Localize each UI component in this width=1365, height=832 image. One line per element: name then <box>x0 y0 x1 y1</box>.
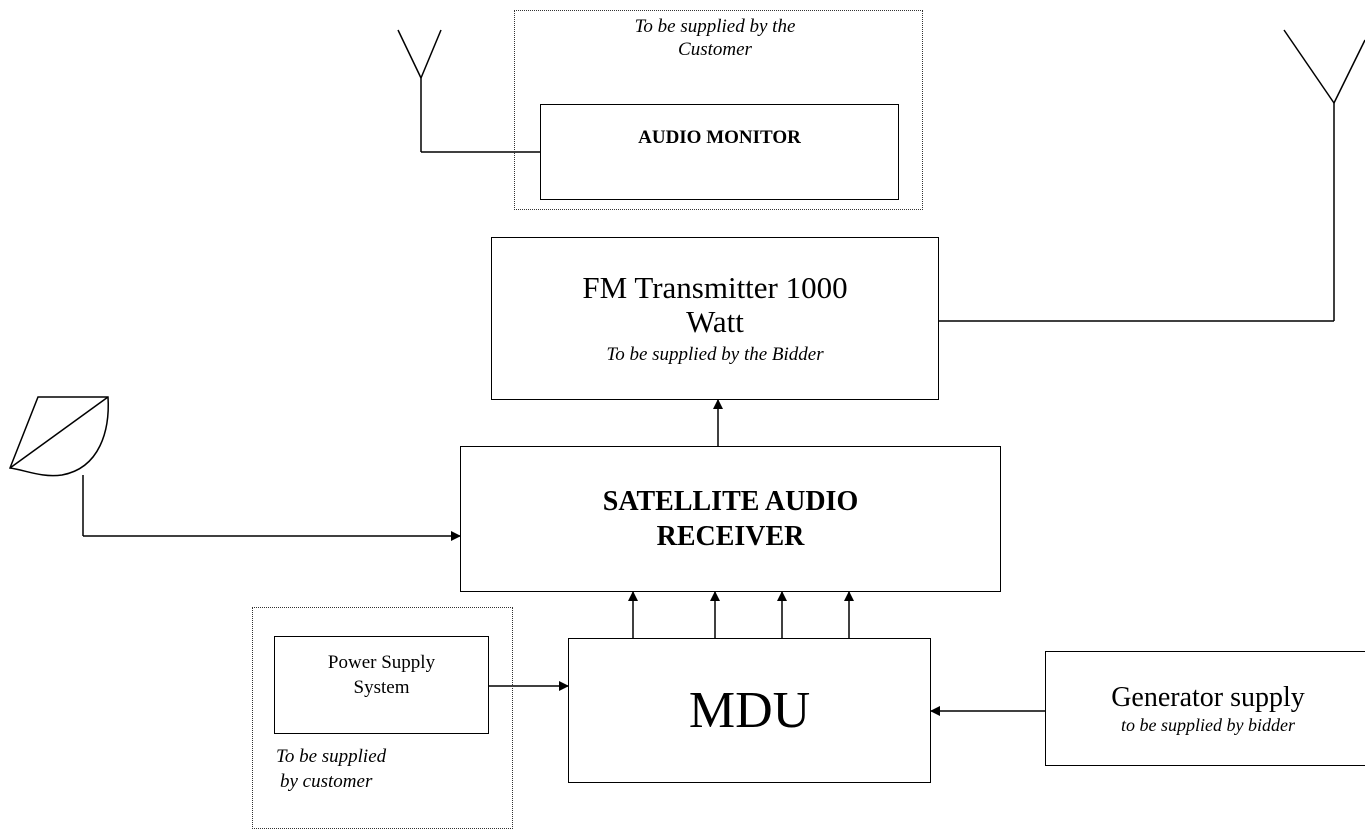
satellite-receiver-box: SATELLITE AUDIO RECEIVER <box>460 446 1001 592</box>
mdu-label: MDU <box>688 682 811 739</box>
power-note-line2: by customer <box>280 770 373 792</box>
fm-transmitter-line1: FM Transmitter 1000 <box>582 269 848 305</box>
power-supply-note: To be supplied by customer <box>262 745 462 794</box>
monitor-note-line2: Customer <box>678 38 752 60</box>
fm-transmitter-supply-note: To be supplied by the Bidder <box>606 344 824 366</box>
generator-supply-box: Generator supply to be supplied by bidde… <box>1045 651 1365 766</box>
monitor-note-line1: To be supplied by the <box>634 16 796 37</box>
customer-supplied-group-power <box>252 607 513 829</box>
fm-transmitter-box: FM Transmitter 1000 Watt To be supplied … <box>491 237 939 400</box>
antenna-icon-transmitter <box>1283 29 1365 321</box>
customer-supplied-group-monitor <box>514 10 923 210</box>
mdu-box: MDU <box>568 638 931 783</box>
antenna-icon-monitor <box>397 29 442 152</box>
monitor-supply-note: To be supplied by the Customer <box>560 16 870 62</box>
audio-monitor-label: AUDIO MONITOR <box>638 127 801 148</box>
fm-transmitter-line2: Watt <box>686 304 744 340</box>
power-supply-box: Power Supply System <box>274 636 489 734</box>
generator-supply-note: to be supplied by bidder <box>1121 714 1295 735</box>
power-supply-line1: Power Supply <box>327 652 436 673</box>
satellite-receiver-line2: RECEIVER <box>656 521 805 552</box>
power-supply-line2: System <box>353 676 410 698</box>
satellite-receiver-line1: SATELLITE AUDIO <box>602 486 859 517</box>
power-note-line1: To be supplied <box>276 746 387 767</box>
generator-supply-label: Generator supply <box>1111 681 1305 713</box>
satellite-dish-icon <box>8 396 109 536</box>
audio-monitor-box: AUDIO MONITOR <box>540 104 899 200</box>
